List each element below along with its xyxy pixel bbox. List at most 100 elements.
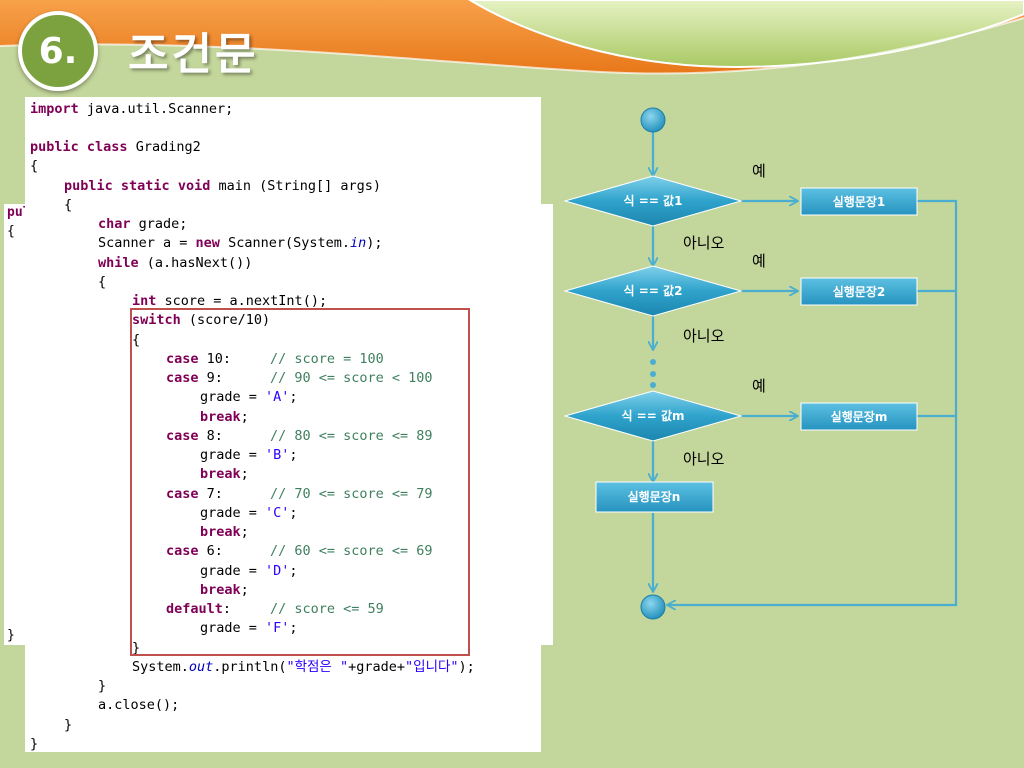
code-comment: // score = 100	[270, 351, 384, 367]
code-keyword: break	[200, 466, 241, 482]
code-line: {	[132, 332, 141, 348]
code-text: );	[458, 659, 475, 675]
ellipsis-dot	[650, 382, 656, 388]
code-keyword: break	[200, 524, 241, 540]
code-line: break;	[200, 408, 249, 427]
code-text: 7:	[198, 486, 223, 502]
code-line: case 8:	[166, 427, 223, 446]
code-text: System.	[132, 659, 189, 675]
condition-diamond-m	[563, 390, 743, 442]
code-string: 'C'	[265, 505, 290, 521]
condition-diamond-1	[563, 175, 743, 227]
condition-label-1: 식 == 값1	[624, 193, 683, 208]
header-banner	[0, 0, 1024, 75]
code-text: grade;	[130, 216, 188, 232]
code-line: switch (score/10)	[132, 311, 270, 330]
statement-label-n: 실행문장n	[628, 489, 681, 504]
code-text: java.util.Scanner;	[78, 101, 234, 117]
no-label-1: 아니오	[683, 234, 725, 252]
connector-merge	[668, 199, 958, 605]
code-line: {	[30, 158, 39, 174]
switch-highlight-box	[130, 308, 470, 656]
code-line: grade = 'A';	[200, 388, 298, 407]
code-text: 10:	[198, 351, 232, 367]
code-static-field: out	[188, 659, 214, 675]
code-comment: // 70 <= score <= 79	[270, 486, 433, 502]
code-keyword: char	[98, 216, 131, 232]
code-keyword: new	[195, 235, 220, 251]
switch-flowchart: 식 == 값1 식 == 값2 식 == 값m 실행문장1 실행문장2 실행문장…	[563, 107, 958, 620]
code-keyword: case	[166, 543, 199, 559]
code-string: 'A'	[265, 389, 290, 405]
code-line: int score = a.nextInt();	[132, 292, 327, 311]
code-text: (a.hasNext())	[138, 255, 253, 271]
code-keyword: case	[166, 486, 199, 502]
code-string: "입니다"	[405, 659, 459, 675]
start-node	[640, 107, 666, 133]
end-node	[640, 594, 666, 620]
code-text: ;	[289, 447, 298, 463]
condition-label-2: 식 == 값2	[624, 283, 683, 298]
code-keyword: while	[98, 255, 139, 271]
code-text: ;	[240, 582, 249, 598]
code-text: grade =	[200, 563, 266, 579]
code-line: public class Grading2	[30, 138, 201, 157]
statement-box-1	[800, 187, 918, 216]
code-keyword: break	[200, 582, 241, 598]
code-keyword: int	[132, 293, 157, 309]
no-label-2: 아니오	[683, 327, 725, 345]
condition-label-m: 식 == 값m	[621, 408, 684, 423]
code-keyword: import	[30, 101, 79, 117]
condition-diamond-2	[563, 265, 743, 317]
code-keyword: public	[30, 139, 79, 155]
code-line: case 6:	[166, 542, 223, 561]
statement-box-2	[800, 277, 918, 306]
code-keyword: default	[166, 601, 223, 617]
code-line: a.close();	[98, 697, 180, 713]
code-line: }	[30, 736, 39, 752]
code-text: ;	[240, 409, 249, 425]
code-string: 'D'	[265, 563, 290, 579]
code-text: 6:	[198, 543, 223, 559]
code-comment: // 90 <= score < 100	[270, 370, 433, 386]
code-text: ;	[289, 389, 298, 405]
code-line: System.out.println("학점은 "+grade+"입니다");	[132, 658, 475, 677]
code-text: (score/10)	[180, 312, 271, 328]
code-text: );	[366, 235, 383, 251]
code-text: grade =	[200, 389, 266, 405]
code-line: case 7:	[166, 485, 223, 504]
code-line: }	[132, 640, 141, 656]
code-line: break;	[200, 465, 249, 484]
code-line: import java.util.Scanner;	[30, 100, 233, 119]
code-line: case 10:	[166, 350, 231, 369]
code-line: {	[64, 197, 73, 213]
code-string: "학점은 "	[286, 659, 349, 675]
yes-label-m: 예	[752, 377, 766, 395]
code-line: Scanner a = new Scanner(System.in);	[98, 234, 383, 253]
code-keyword: switch	[132, 312, 181, 328]
code-comment: // score <= 59	[270, 601, 384, 617]
code-line: public static void main (String[] args)	[64, 177, 381, 196]
code-text: main (String[] args)	[210, 178, 382, 194]
code-line: {	[98, 274, 107, 290]
no-label-m: 아니오	[683, 450, 725, 468]
code-text: Grading2	[127, 139, 201, 155]
code-keyword: static	[120, 178, 170, 194]
flow-connectors	[653, 132, 958, 605]
code-comment: // 60 <= score <= 69	[270, 543, 433, 559]
code-comment: // 80 <= score <= 89	[270, 428, 433, 444]
code-text: 8:	[198, 428, 223, 444]
yes-label-2: 예	[752, 252, 766, 270]
code-line: default:	[166, 600, 231, 619]
code-text: grade =	[200, 620, 266, 636]
slide-number-badge: 6.	[18, 11, 98, 91]
code-text: ;	[289, 620, 298, 636]
background-code-line: }	[7, 628, 15, 643]
statement-label-1: 실행문장1	[833, 194, 886, 209]
code-keyword: class	[86, 139, 128, 155]
code-line: char grade;	[98, 215, 187, 234]
statement-box-n	[595, 481, 714, 513]
background-code-line: {	[7, 224, 15, 239]
code-text: :	[222, 601, 232, 617]
